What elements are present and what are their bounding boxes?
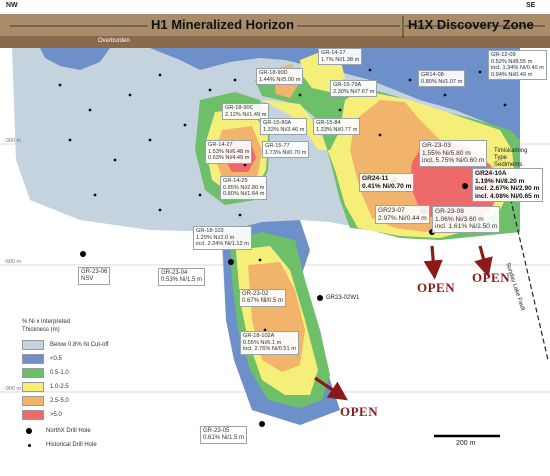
legend: % Ni x Interpreted Thickness (m) Below 0… — [22, 318, 109, 452]
northx-hole-icon — [26, 428, 32, 434]
legend-row: 1.0-2.5 — [22, 380, 109, 394]
legend-row: 2.5-5.0 — [22, 394, 109, 408]
scale-bar-label: 200 m — [456, 440, 476, 447]
legend-row: Historical Drill Hole — [22, 438, 109, 452]
legend-row: NorthX Drill Hole — [22, 424, 109, 438]
compass-nw: NW — [6, 2, 18, 9]
legend-row: <0.5 — [22, 352, 109, 366]
open-label-2: OPEN — [472, 270, 511, 285]
legend-title: % Ni x Interpreted Thickness (m) — [22, 319, 71, 333]
depth-label-900: -900 m — [4, 386, 22, 392]
open-arrow-1 — [423, 245, 443, 280]
legend-row: Below 0.8% Ni Cut-off — [22, 338, 109, 352]
historical-holes — [58, 58, 507, 332]
overburden-label: Overburden — [98, 38, 130, 44]
open-arrow-2 — [474, 245, 493, 278]
legend-swatch — [22, 382, 44, 392]
overburden-strip — [0, 36, 550, 48]
legend-swatch — [22, 410, 44, 420]
legend-swatch — [22, 368, 44, 378]
h1-header: H1 Mineralized Horizon — [148, 17, 298, 32]
legend-swatch — [22, 340, 44, 350]
open-arrow-3 — [314, 376, 348, 401]
open-label-1: OPEN — [417, 280, 456, 295]
legend-row: >5.0 — [22, 408, 109, 422]
historical-hole-icon — [28, 443, 31, 447]
depth-label-300: -300 m — [4, 138, 22, 144]
zone-lt05-b — [40, 48, 110, 70]
h1x-header: H1X Discovery Zone — [408, 17, 534, 32]
depth-label-600: -600 m — [4, 259, 22, 265]
legend-swatch — [22, 354, 44, 364]
sediments-label: Timiskaming Type Sediments — [494, 148, 528, 168]
legend-swatch — [22, 396, 44, 406]
legend-row: 0.5-1.0 — [22, 366, 109, 380]
open-label-3: OPEN — [340, 404, 379, 419]
label-gr23-02w1: GR23-02W1 — [326, 295, 360, 301]
compass-se: SE — [526, 2, 536, 9]
